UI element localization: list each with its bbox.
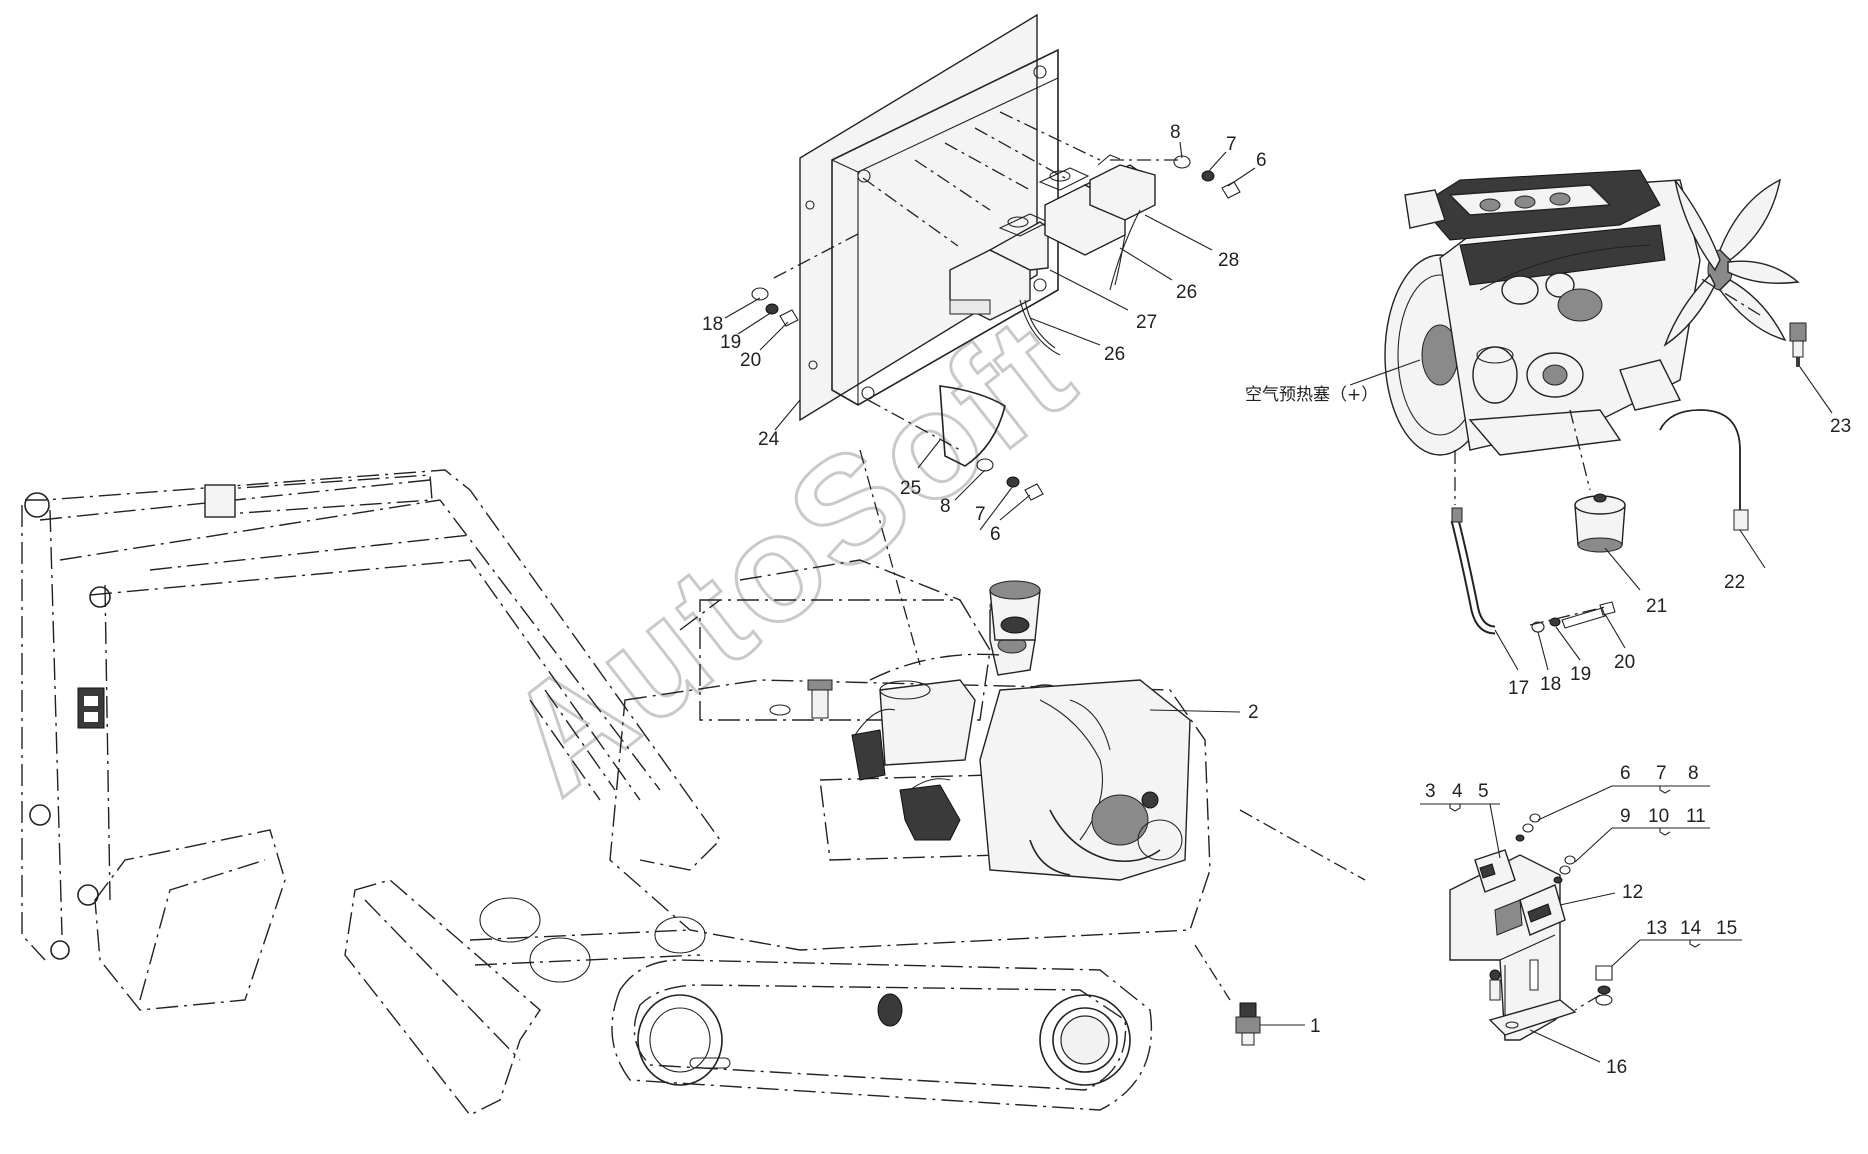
front-plate [831, 48, 1059, 406]
callout-5: 5 [1478, 781, 1489, 802]
callout-18-left: 18 [702, 314, 723, 335]
callout-27: 27 [1136, 312, 1157, 333]
callout-8-bracket: 8 [1688, 763, 1699, 784]
callout-17: 17 [1508, 678, 1529, 699]
relay-module-icon [949, 213, 1050, 321]
callout-1: 1 [1310, 1016, 1321, 1037]
callout-24: 24 [758, 429, 780, 450]
oil-pressure-switch-icon [1235, 1002, 1261, 1046]
callout-20-left: 20 [740, 350, 761, 371]
callout-28: 28 [1218, 250, 1239, 271]
callout-9: 9 [1620, 806, 1631, 827]
callout-6-top: 6 [1256, 150, 1267, 171]
relay-bracket [1449, 813, 1613, 1041]
air-preheater-label: 空气预热塞（+） [1245, 385, 1378, 405]
callout-19-left: 19 [720, 332, 741, 353]
callout-11: 11 [1686, 806, 1706, 827]
callout-15: 15 [1716, 918, 1737, 939]
callout-labels: 1 2 3 4 5 6 7 8 9 10 11 12 13 14 15 16 1… [702, 122, 1851, 1078]
callout-3: 3 [1425, 781, 1436, 802]
callout-19-right: 19 [1570, 664, 1591, 685]
callout-6-bottom: 6 [990, 524, 1001, 545]
callout-6-bracket: 6 [1620, 763, 1631, 784]
callout-18-right: 18 [1540, 674, 1561, 695]
callout-16: 16 [1606, 1057, 1627, 1078]
callout-8-bottom: 8 [940, 496, 951, 517]
callout-26-bottom: 26 [1104, 344, 1125, 365]
callout-2: 2 [1248, 702, 1259, 723]
installed-engine [769, 580, 1191, 881]
temperature-sensor-icon [1789, 322, 1807, 367]
callout-8-top: 8 [1170, 122, 1181, 143]
callout-7-bracket: 7 [1656, 763, 1667, 784]
leader-lines [724, 141, 1833, 1063]
callout-7-bottom: 7 [975, 504, 986, 525]
callout-13: 13 [1646, 918, 1667, 939]
callout-22: 22 [1724, 572, 1745, 593]
callout-12: 12 [1622, 882, 1643, 903]
diesel-engine [1384, 169, 1800, 456]
pressure-sensor-icon [1574, 493, 1626, 553]
callout-14: 14 [1680, 918, 1702, 939]
callout-20-right: 20 [1614, 652, 1635, 673]
relay-panel [751, 13, 1241, 501]
callout-25: 25 [900, 478, 921, 499]
callout-4: 4 [1452, 781, 1463, 802]
callout-10: 10 [1648, 806, 1669, 827]
callout-21: 21 [1646, 596, 1667, 617]
callout-26-top: 26 [1176, 282, 1197, 303]
callout-23: 23 [1830, 416, 1851, 437]
relay-module-icon [1089, 154, 1156, 221]
callout-7-top: 7 [1226, 134, 1237, 155]
